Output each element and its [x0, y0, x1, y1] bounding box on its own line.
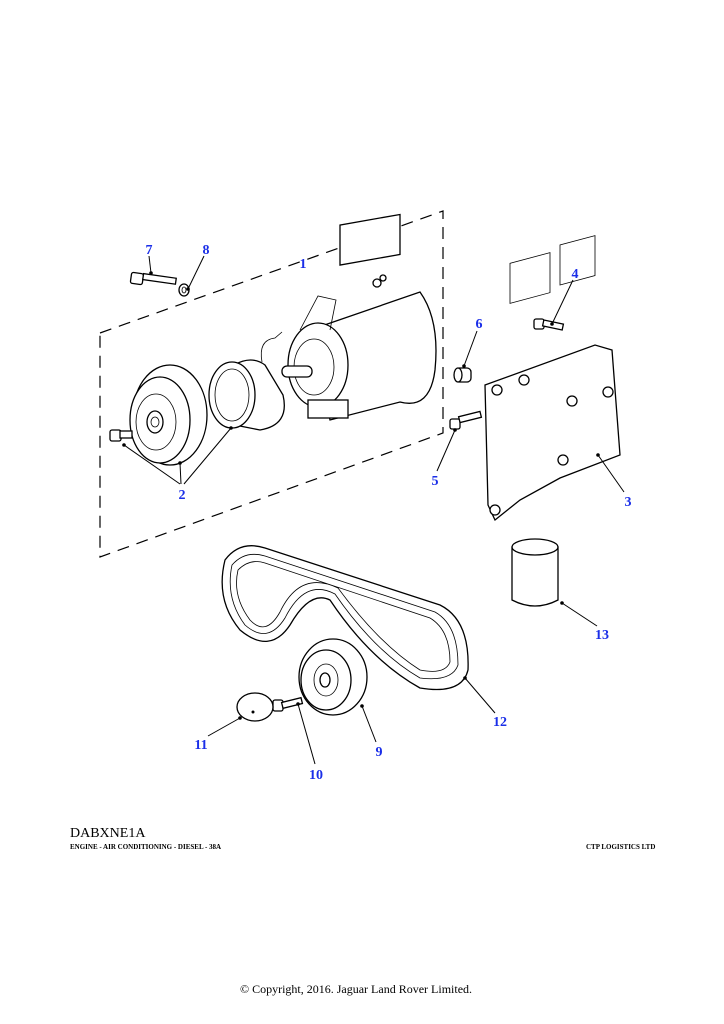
vendor-name: CTP LOGISTICS LTD	[586, 843, 656, 851]
assembly-boundary	[99, 210, 444, 558]
bolt-part-10[interactable]	[272, 696, 304, 712]
copyright-notice: © Copyright, 2016. Jaguar Land Rover Lim…	[239, 982, 473, 996]
callout-4[interactable]: 4	[572, 267, 579, 282]
leader-lines	[122, 255, 625, 765]
clutch-bolt-part-2[interactable]	[109, 429, 133, 442]
diagram-description: ENGINE - AIR CONDITIONING - DIESEL - 38A	[70, 843, 222, 851]
clutch-pulley-part-2[interactable]	[129, 364, 208, 466]
callout-1[interactable]: 1	[300, 257, 307, 272]
callout-2[interactable]: 2	[179, 488, 186, 503]
bolt-part-5[interactable]	[449, 410, 483, 430]
callout-12[interactable]: 12	[493, 715, 507, 730]
callout-13[interactable]: 13	[595, 628, 609, 643]
callout-3[interactable]: 3	[625, 495, 632, 510]
callout-10[interactable]: 10	[309, 768, 323, 783]
callout-7[interactable]: 7	[146, 243, 153, 258]
cover-cap-part-11[interactable]	[236, 692, 274, 722]
bolt-part-7[interactable]	[129, 271, 177, 286]
callout-11[interactable]: 11	[194, 738, 207, 753]
callout-8[interactable]: 8	[203, 243, 210, 258]
compressor-part-1[interactable]	[281, 213, 437, 421]
callout-9[interactable]: 9	[376, 745, 383, 760]
bracket-part-3[interactable]	[484, 235, 621, 522]
idler-pulley-part-9[interactable]	[298, 638, 368, 716]
callout-6[interactable]: 6	[476, 317, 483, 332]
sleeve-part-13[interactable]	[511, 538, 559, 607]
illustration-code: DABXNE1A	[70, 826, 146, 841]
bush-part-6[interactable]	[453, 367, 472, 383]
drive-belt-part-12[interactable]	[221, 545, 469, 691]
callout-5[interactable]: 5	[432, 474, 439, 489]
bolt-part-4[interactable]	[533, 318, 565, 331]
clutch-coil-part-2[interactable]	[208, 331, 285, 431]
